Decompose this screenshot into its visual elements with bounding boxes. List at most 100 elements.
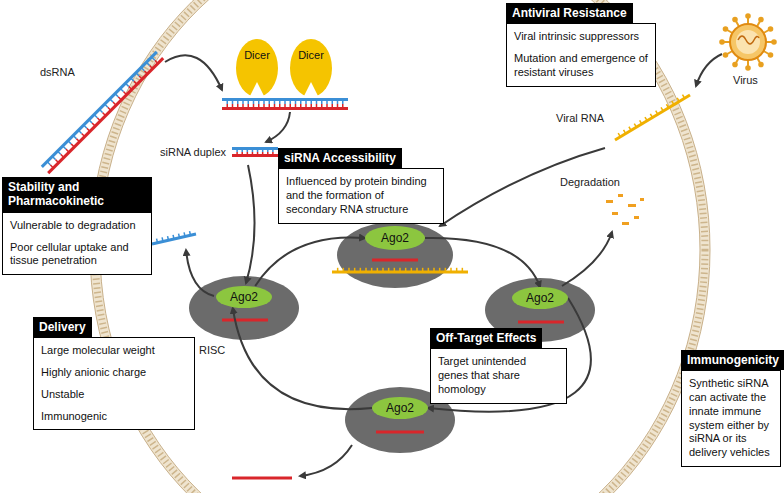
base (382, 268, 384, 272)
enzyme-label: Dicer (289, 49, 333, 61)
rna-strand (232, 147, 278, 150)
part-label: Virus (733, 74, 758, 87)
base-pair (272, 149, 274, 153)
base (377, 268, 379, 272)
base-pair (150, 65, 153, 68)
part-label: RISC (199, 344, 225, 357)
base-pair (321, 104, 323, 109)
base-pair (332, 104, 334, 109)
base-pair (241, 152, 243, 156)
box-heading: Immunogenicity (681, 350, 784, 370)
base-pair (247, 152, 249, 156)
box-text: Mutation and emergence of resistant viru… (514, 52, 648, 80)
cycle-arrow (255, 237, 365, 286)
base-pair (97, 118, 100, 121)
base-pair (269, 100, 271, 105)
base-pair (242, 104, 244, 109)
protein-label: Ago2 (386, 401, 414, 415)
base (422, 268, 424, 272)
box-heading: Off-Target Effects (430, 328, 542, 348)
callout-box: DeliveryLarge molecular weightHighly ani… (33, 317, 195, 430)
base-pair (103, 113, 106, 116)
base-pair (284, 100, 286, 105)
base (618, 133, 620, 137)
box-body: Synthetic siRNA can activate the innate … (681, 370, 781, 467)
base-pair (99, 109, 102, 112)
box-text: Viral intrinsic suppressors (514, 30, 648, 44)
base (445, 268, 447, 272)
base (388, 268, 390, 272)
base-pair (321, 100, 323, 105)
base (348, 268, 350, 272)
base-pair (262, 152, 264, 156)
base-pair (263, 104, 265, 109)
base-pair (71, 144, 74, 147)
base-pair (134, 81, 137, 84)
part-label: Degradation (560, 176, 620, 189)
base (343, 268, 345, 272)
base-pair (78, 130, 81, 133)
base-pair (337, 104, 339, 109)
base-pair (258, 100, 260, 105)
base-pair (227, 104, 229, 109)
base (433, 268, 435, 272)
base-pair (92, 123, 95, 126)
base-pair (311, 104, 313, 109)
base-pair (253, 100, 255, 105)
rna-strand (615, 95, 690, 140)
protein-label: Ago2 (230, 290, 258, 304)
base-pair (87, 128, 90, 131)
base (394, 268, 396, 272)
base-pair (66, 149, 69, 152)
base (167, 236, 169, 240)
base-pair (55, 160, 58, 163)
base (416, 268, 418, 272)
base (666, 104, 668, 108)
base-pair (146, 62, 149, 65)
base-pair (76, 139, 79, 142)
base-pair (290, 104, 292, 109)
base-pair (248, 104, 250, 109)
base (629, 127, 631, 131)
base-pair (131, 78, 134, 81)
box-text: Synthetic siRNA can activate the innate … (689, 377, 773, 460)
base-pair (141, 67, 144, 70)
base (661, 107, 663, 111)
base-pair (279, 104, 281, 109)
virus-spike (724, 27, 728, 31)
base-pair (295, 104, 297, 109)
base-pair (267, 152, 269, 156)
box-body: Vulnerable to degradationPoor cellular u… (2, 212, 152, 275)
base (456, 268, 458, 272)
base (183, 232, 185, 236)
base-pair (258, 104, 260, 109)
box-text: Vulnerable to degradation (10, 219, 144, 233)
dicer-enzyme: Dicer (289, 38, 333, 98)
base-pair (248, 100, 250, 105)
virus-spike (769, 53, 773, 57)
part-label: Viral RNA (556, 112, 604, 125)
base-pair (316, 100, 318, 105)
base (624, 130, 626, 134)
part-label: dsRNA (40, 66, 75, 79)
virus-spike (759, 63, 763, 67)
base-pair (253, 104, 255, 109)
base-pair (47, 162, 50, 165)
part-label: siRNA duplex (160, 146, 226, 159)
base-pair (236, 152, 238, 156)
base-pair (241, 149, 243, 153)
base (172, 235, 174, 239)
base-pair (152, 57, 155, 60)
base (634, 124, 636, 128)
base-pair (274, 100, 276, 105)
box-text: Immunogenic (41, 410, 187, 424)
virus-spike (746, 66, 750, 70)
base (450, 268, 452, 272)
base-pair (232, 100, 234, 105)
box-text: Poor cellular uptake and tissue penetrat… (10, 241, 144, 269)
base-pair (326, 104, 328, 109)
enzyme-label: Dicer (235, 49, 279, 61)
dicer-notch (303, 82, 319, 98)
callout-box: siRNA AccessibilityInfluenced by protein… (278, 148, 444, 224)
base-pair (57, 151, 60, 154)
